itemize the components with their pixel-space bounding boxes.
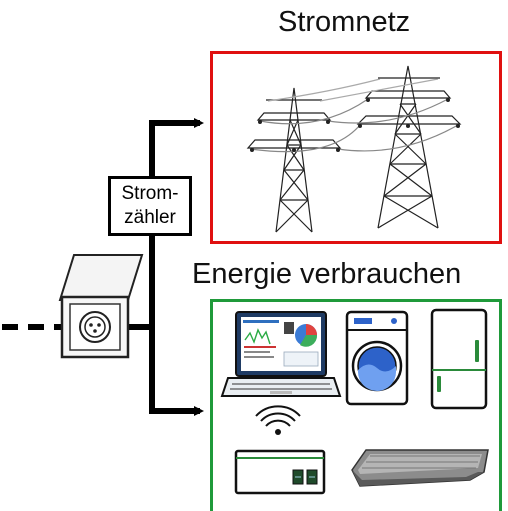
grid-title: Stromnetz bbox=[278, 6, 411, 38]
meter-label-line1: Strom- bbox=[121, 183, 179, 204]
electricity-meter-box: Strom- zähler bbox=[108, 176, 192, 236]
meter-label-line2: zähler bbox=[124, 207, 176, 228]
power-grid-panel bbox=[210, 51, 502, 244]
energy-consumers-panel bbox=[210, 299, 502, 511]
consume-title: Energie verbrauchen bbox=[192, 258, 462, 290]
